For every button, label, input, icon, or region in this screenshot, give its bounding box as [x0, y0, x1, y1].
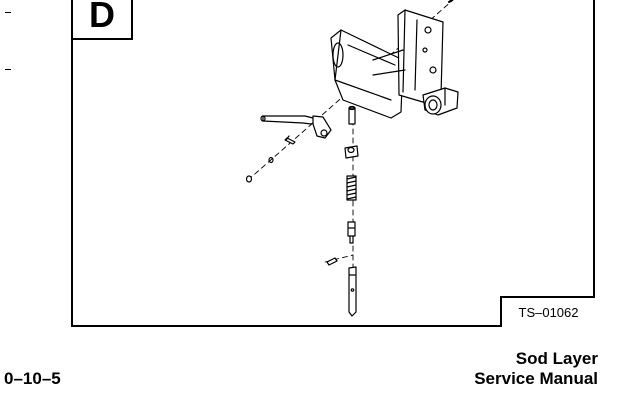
figure-label: D — [89, 0, 115, 35]
pivot-boss — [422, 87, 459, 116]
compression-spring — [346, 175, 357, 201]
top-pin — [348, 105, 356, 125]
lower-link — [348, 266, 357, 317]
figure-label-box: D — [71, 0, 133, 40]
mounting-plate — [372, 9, 444, 106]
page-number: 0–10–5 — [4, 369, 61, 388]
margin-tick-top — [5, 12, 11, 13]
reference-code-box: TS–01062 — [500, 296, 595, 327]
reference-code: TS–01062 — [518, 305, 579, 320]
lever-arm — [260, 115, 332, 139]
left-hardware — [245, 135, 296, 183]
exploded-linkage-illustration — [245, 0, 459, 317]
manual-title-line2: Service Manual — [474, 369, 598, 388]
top-bolt — [448, 0, 454, 3]
clevis — [344, 145, 359, 159]
margin-tick-middle — [5, 69, 11, 70]
figure-frame — [71, 0, 595, 327]
side-pin — [326, 257, 338, 266]
adjuster-rod — [347, 221, 356, 244]
manual-title-line1: Sod Layer — [515, 349, 598, 368]
pedal-bracket — [330, 29, 404, 119]
manual-title: Sod Layer Service Manual — [474, 349, 598, 389]
